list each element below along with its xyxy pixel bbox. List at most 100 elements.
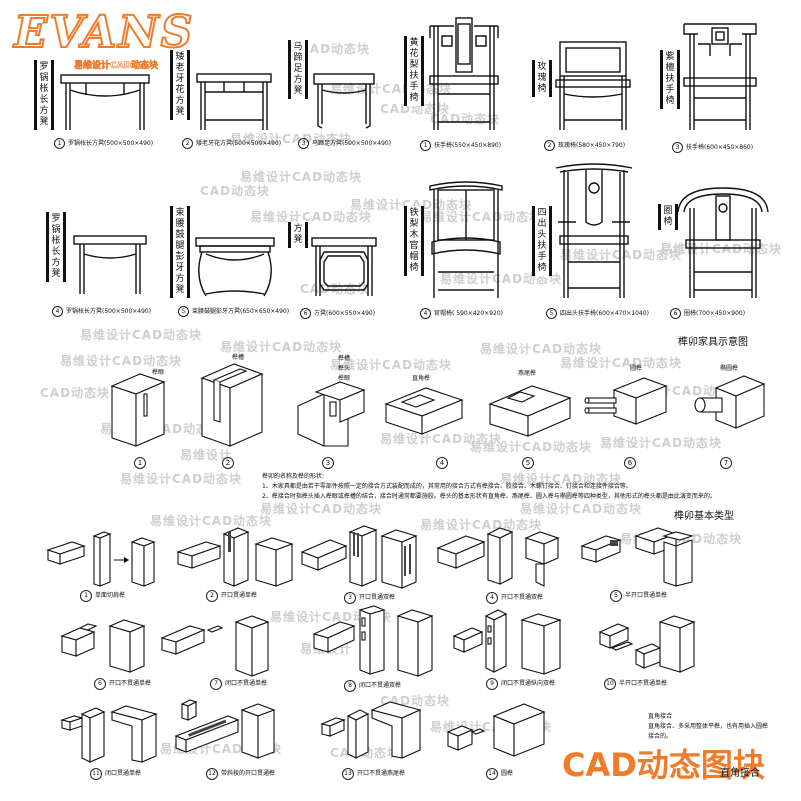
joint-diagram — [320, 701, 422, 759]
section-title-joint-types: 榫卯基本类型 — [674, 511, 734, 522]
side-label: 玫瑰椅 — [532, 60, 552, 97]
stool-drawing — [311, 237, 377, 296]
oval-tenon-figure — [694, 375, 766, 429]
watermark-text: 易维设计CAD动态块 — [260, 502, 383, 516]
footer-note: 直角接合 — [720, 768, 760, 779]
stool-drawing — [73, 235, 147, 294]
side-label: 铁梨木官帽椅 — [404, 206, 424, 276]
chair-drawing — [555, 41, 631, 130]
tenon-assembly-figure — [297, 381, 366, 447]
joint-diagram — [598, 615, 696, 673]
side-label: 四出头扶手椅 — [532, 206, 552, 276]
figure-number: 4 — [436, 457, 448, 469]
joint-diagram — [300, 525, 418, 589]
evans-logo: EVANS 易维设计CAD动态块 — [13, 6, 195, 76]
side-label: 束腰鼓腿彭牙方凳 — [170, 206, 190, 298]
joint-diagram — [60, 705, 158, 763]
side-label: 紫檀扶手椅 — [660, 50, 680, 109]
watermark-text: CAD动态块 — [300, 42, 371, 56]
joint-diagram — [46, 531, 156, 587]
mortise-block-figure — [110, 373, 166, 447]
side-label: 罗锅枨长方凳 — [46, 212, 66, 282]
figure-label: 榫眼 — [152, 369, 165, 376]
watermark-text: 易维设计CAD动态块 — [560, 356, 683, 370]
round-back-chair-drawing — [677, 187, 769, 298]
stool-drawing — [195, 237, 275, 297]
watermark-text: CAD动态块 — [200, 184, 271, 198]
figure-label: 榫槽 — [232, 354, 245, 361]
logo-tagline: 易维设计CAD动态块 — [74, 61, 159, 72]
stool-drawing — [196, 73, 272, 130]
joint-diagram — [446, 703, 546, 757]
watermark-text: 易维设计CAD动态块 — [250, 210, 373, 224]
stool-drawing — [60, 74, 150, 130]
watermark-text: 易维设计CAD动态块 — [120, 472, 243, 486]
figure-number: 6 — [624, 457, 636, 469]
side-label: 方凳 — [288, 222, 308, 248]
figure-label: 榫槽 — [338, 355, 351, 362]
side-label: 马蹄足方凳 — [288, 40, 308, 99]
figure-number: 2 — [222, 457, 234, 469]
watermark-text: 易维设计CAD动态块 — [600, 436, 723, 450]
figure-number: 5 — [522, 457, 534, 469]
notes-block: 榫卯的名称及榫的形状: 1、木家具都是由若干零部件按照一定的接合方式装配而成的，… — [262, 472, 782, 502]
watermark-text: CAD动态块 — [40, 386, 111, 400]
joint-diagram — [580, 527, 694, 587]
four-corner-chair-drawing — [555, 163, 633, 298]
figure-label: 圆榫 — [630, 365, 643, 372]
side-label: 圈椅 — [658, 204, 678, 230]
figure-number: 3 — [322, 457, 334, 469]
figure-label: 椭圆榫 — [720, 365, 739, 372]
joint-diagram — [436, 527, 560, 587]
figure-label: 直角榫 — [412, 375, 431, 382]
watermark-text: 易维设计CAD动态块 — [470, 440, 593, 454]
stool-drawing — [313, 73, 375, 129]
joint-diagram — [60, 619, 146, 673]
side-label: 矮老牙花方凳 — [170, 50, 190, 120]
figure-label: 榫眼 — [338, 375, 351, 382]
right-notes-line-3: 接合的。 — [648, 733, 673, 740]
straight-tenon-figure — [384, 387, 464, 435]
officials-hat-chair-drawing — [429, 181, 503, 298]
joint-diagram — [312, 605, 434, 677]
section-title-mortise: 榫卯家具示意图 — [678, 337, 748, 348]
joint-diagram — [452, 609, 562, 675]
right-notes: 直角接合 直角接合、多采用整体平榫，也有用插入圆榫 接合的。 — [648, 712, 768, 742]
figure-number: 7 — [720, 457, 732, 469]
brand-banner: CAD动态图块 — [562, 746, 765, 784]
right-notes-line-2: 直角接合、多采用整体平榫，也有用插入圆榫 — [648, 723, 769, 730]
notes-line-1: 1、木家具都是由若干零部件按照一定的接合方式装配而成的，其常用的接合方式有榫接合… — [262, 483, 632, 490]
watermark-text: 易维设计CAD动态块 — [520, 502, 643, 516]
logo-wordmark: EVANS — [13, 6, 195, 59]
figure-number: 1 — [134, 457, 146, 469]
joint-diagram — [176, 527, 294, 587]
mortise-slot-figure — [200, 363, 264, 447]
round-tenon-figure — [584, 377, 668, 425]
figure-label: 榫头 — [338, 365, 351, 372]
joint-diagram — [174, 699, 276, 759]
right-notes-line-1: 直角接合 — [648, 713, 673, 720]
